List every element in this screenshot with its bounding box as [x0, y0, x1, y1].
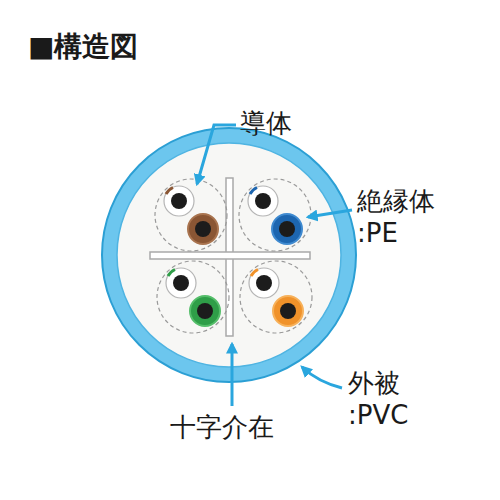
pair-boundary	[155, 179, 227, 251]
callout-label: 導体	[240, 108, 292, 140]
callout-label: 外被 :PVC	[348, 368, 434, 431]
callout-label: 絶縁体 :PE	[357, 186, 443, 249]
conductor	[279, 221, 295, 237]
conductor	[195, 221, 211, 237]
leader-line	[197, 125, 236, 184]
colored-insulation	[273, 296, 303, 326]
colored-insulation	[190, 296, 220, 326]
white-insulation	[164, 186, 194, 216]
cross-separator	[150, 252, 310, 259]
conductor-pair	[240, 261, 312, 333]
cross-center	[227, 253, 232, 258]
conductor	[256, 275, 272, 291]
conductor-pair	[155, 179, 227, 251]
cross-separator	[226, 178, 233, 336]
white-insulation	[249, 268, 279, 298]
conductor	[197, 303, 213, 319]
conductor-pair	[239, 179, 311, 251]
colored-insulation	[188, 214, 218, 244]
leader-line	[231, 344, 234, 406]
leader-line	[308, 210, 352, 217]
conductor	[255, 193, 271, 209]
colored-insulation	[272, 214, 302, 244]
white-insulation	[248, 186, 278, 216]
stripe	[168, 270, 175, 277]
conductor	[173, 275, 189, 291]
conductor	[171, 193, 187, 209]
pair-boundary	[239, 179, 311, 251]
conductor	[280, 303, 296, 319]
outer-jacket	[102, 128, 356, 382]
diagram-title: ■構造図	[28, 30, 138, 64]
twisted-pairs	[155, 179, 312, 333]
stripe	[166, 188, 173, 195]
stripe	[250, 188, 257, 195]
white-insulation	[166, 268, 196, 298]
jacket-inner	[117, 143, 341, 367]
stripe	[251, 270, 258, 277]
pair-boundary	[240, 261, 312, 333]
leader-line	[302, 367, 342, 388]
callout-label: 十字介在	[170, 412, 274, 444]
pair-boundary	[157, 261, 229, 333]
conductor-pair	[157, 261, 229, 333]
